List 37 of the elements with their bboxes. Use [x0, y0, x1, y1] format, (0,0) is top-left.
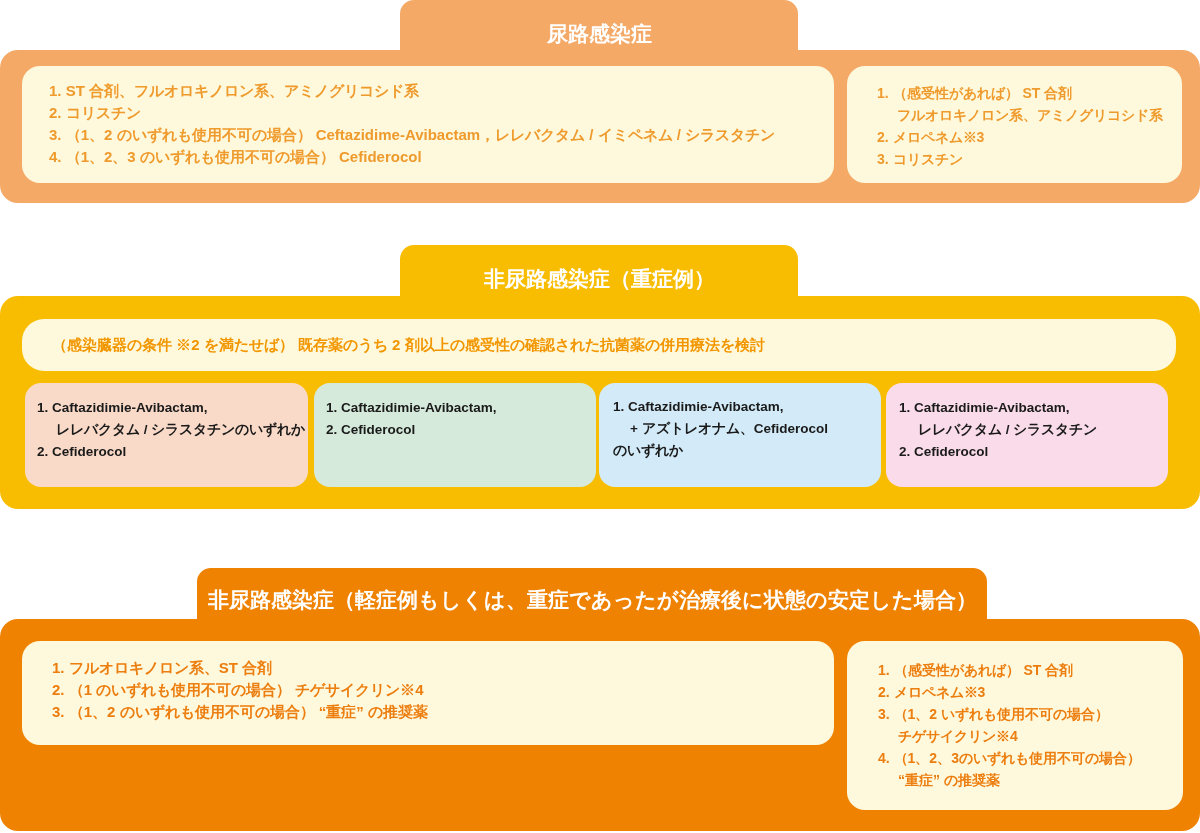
list-box [886, 383, 1168, 487]
list-box [599, 383, 881, 487]
panel-heading: 非尿路感染症（重症例） [483, 266, 715, 292]
list-item: 3. コリスチン [877, 150, 963, 169]
list-item: 1. Caftazidimie-Avibactam, + アズトレオナム、Cefiderocol のいずれか [613, 398, 828, 460]
list-item: 2. Cefiderocol [37, 443, 127, 461]
list-item: 1. Caftazidimie-Avibactam, レレバクタム / シラスタチン [899, 399, 1098, 439]
list-box [22, 641, 834, 745]
list-item: 1. Caftazidimie-Avibactam, [326, 399, 497, 417]
panel-heading: 尿路感染症 [546, 21, 652, 47]
list-box [22, 66, 834, 183]
list-item: 3. （1、2 のいずれも使用不可の場合） “重症” の推奨薬 [52, 702, 428, 723]
panel-heading: 非尿路感染症（軽症例もしくは、重症であったが治療後に状態の安定した場合） [207, 587, 977, 613]
list-item: 2. （1 のいずれも使用不可の場合） チゲサイクリン※4 [52, 680, 424, 701]
list-item: 1. フルオロキノロン系、ST 合剤 [52, 658, 272, 678]
list-item: 2. メロペネム※3 [877, 128, 985, 147]
tabbed-panel [0, 568, 1200, 831]
note-box [22, 319, 1176, 371]
tabbed-panel [0, 245, 1200, 509]
list-item: 1. ST 合剤、フルオロキノロン系、アミノグリコシド系 [49, 81, 419, 101]
tabbed-panel [0, 0, 1200, 203]
list-box [847, 641, 1183, 810]
list-item: 1. （感受性があれば） ST 合剤 [878, 661, 1074, 680]
list-box [847, 66, 1182, 183]
list-item: 4. （1、2、3のいずれも使用不可の場合） “重症” の推奨薬 [878, 749, 1141, 790]
list-box [314, 383, 596, 487]
list-item: 2. Cefiderocol [326, 421, 416, 439]
list-item: 2. メロペネム※3 [878, 683, 986, 702]
list-item: 2. Cefiderocol [899, 443, 989, 461]
note-text: （感染臓器の条件 ※2 を満たせば） 既存薬のうち 2 剤以上の感受性の確認された抗菌薬の併用療法を検討 [52, 335, 765, 355]
list-item: 1. （感受性があれば） ST 合剤フルオロキノロン系、アミノグリコシド系 [877, 84, 1163, 125]
list-item: 3. （1、2 いずれも使用不可の場合）チゲサイクリン※4 [878, 705, 1110, 746]
list-item: 4. （1、2、3 のいずれも使用不可の場合） Cefiderocol [49, 147, 422, 168]
list-item: 3. （1、2 のいずれも使用不可の場合） Ceftazidime-Avibactam，レレバクタム / イミペネム / シラスタチン [49, 125, 776, 146]
list-item: 2. コリスチン [49, 103, 141, 123]
list-item: 1. Caftazidimie-Avibactam, レレバクタム / シラスタチンのいずれか [37, 399, 306, 439]
list-box [25, 383, 308, 487]
